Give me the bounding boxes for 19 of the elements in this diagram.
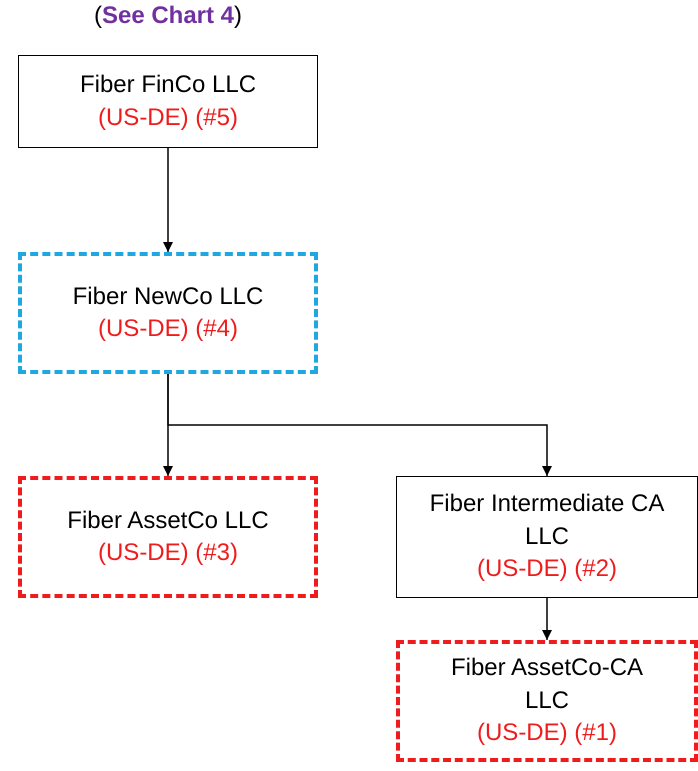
arrow [542, 598, 552, 640]
entity-name: Fiber FinCo LLC [80, 70, 256, 100]
entity-box [396, 476, 698, 598]
entity-box [18, 252, 318, 374]
jurisdiction-label: (US-DE) (#1) [476, 718, 617, 748]
chart-reference: (See Chart 4) [92, 2, 244, 30]
entity-box [18, 55, 318, 148]
jurisdiction-label: (US-DE) (#5) [98, 102, 238, 132]
entity-name: Fiber NewCo LLC [72, 282, 264, 312]
arrow [163, 148, 173, 252]
jurisdiction-label: (US-DE) (#2) [476, 554, 617, 584]
arrow [167, 374, 552, 476]
entity-name: Fiber Intermediate CA LLC [428, 489, 666, 552]
jurisdiction-label: (US-DE) (#3) [98, 538, 238, 568]
entity-name: Fiber AssetCo LLC [67, 506, 269, 536]
entity-box [396, 640, 698, 762]
jurisdiction-label: (US-DE) (#4) [98, 314, 238, 344]
entity-box [18, 476, 318, 598]
entity-name: Fiber AssetCo-CA LLC [450, 653, 644, 716]
